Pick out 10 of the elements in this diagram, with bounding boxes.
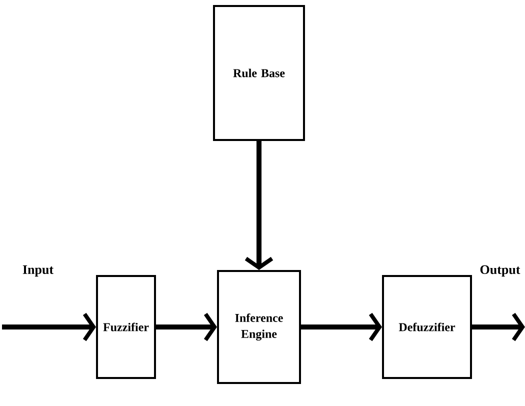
arrow xyxy=(2,312,96,342)
edge-label: Output xyxy=(480,265,520,277)
arrow xyxy=(244,141,274,270)
arrow xyxy=(301,312,382,342)
arrow xyxy=(156,312,217,342)
edge-label: Input xyxy=(22,265,54,277)
process-box: Rule Base xyxy=(213,5,305,141)
process-box: Fuzzifier xyxy=(96,275,156,379)
process-box: Defuzzifier xyxy=(382,275,472,379)
process-box: Inference Engine xyxy=(217,270,301,384)
